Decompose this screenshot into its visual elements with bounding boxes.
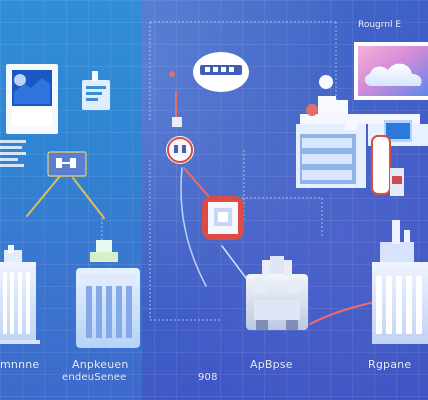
red-node-icon — [166, 136, 194, 164]
plant-icon — [372, 220, 428, 344]
bottom-label-3: endeuSenee — [62, 372, 127, 383]
server-icon — [76, 240, 140, 348]
bottom-label-5: ApBpse — [250, 358, 293, 371]
monitor-icon — [6, 64, 58, 134]
box-icon — [47, 151, 87, 177]
guide-lines — [101, 21, 338, 321]
workspace-icon — [296, 75, 428, 195]
bottom-label-1: mnnne — [0, 358, 40, 371]
bottom-label-6: Rgpane — [368, 358, 412, 371]
top-right-label: Rougrnl E — [358, 20, 402, 30]
list-icon — [0, 140, 26, 167]
machine-icon — [202, 196, 244, 240]
router-icon — [193, 52, 249, 92]
factory-icon — [246, 256, 308, 330]
bottom-label-4: 908 — [198, 372, 218, 383]
bottom-label-2: Anpkeuen — [72, 358, 129, 371]
cloud-icon — [354, 42, 428, 100]
building-icon — [0, 245, 40, 344]
document-icon — [82, 71, 110, 110]
decorative-shapes — [169, 71, 404, 196]
